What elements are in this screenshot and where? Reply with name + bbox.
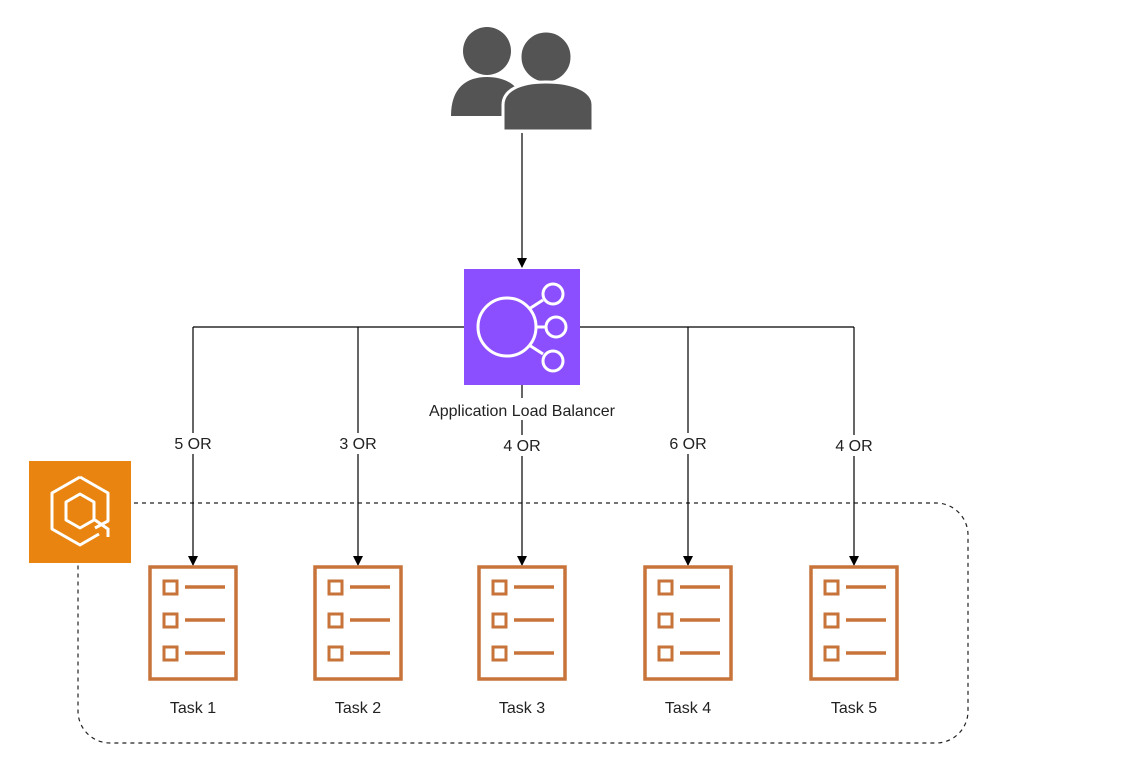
connection-label: 3 OR [332,433,384,454]
users-icon [451,27,595,133]
task-list-icon [148,565,238,681]
alb-label: Application Load Balancer [429,403,616,420]
task-list-icon [477,565,567,681]
ecs-icon [29,461,131,563]
connection-label-text: 4 OR [835,438,872,455]
connection-label-text: 4 OR [503,438,540,455]
connection-label-text: 6 OR [669,436,706,453]
task-label: Task 2 [335,700,381,717]
task-label: Task 1 [170,700,216,717]
connection-label-text: 5 OR [174,436,211,453]
task-list-icon [809,565,899,681]
connection-label: 6 OR [662,433,714,454]
connection-label: 5 OR [167,433,219,454]
task-label: Task 4 [665,700,711,717]
connection-label-text: 3 OR [339,436,376,453]
task-list-icon [313,565,403,681]
task-label: Task 3 [499,700,545,717]
task-list-icon [643,565,733,681]
task-label: Task 5 [831,700,877,717]
cluster-boundary [77,502,969,744]
elastic-load-balancing-icon [464,269,580,385]
connection-label: 4 OR [496,435,548,456]
connection-label: 4 OR [828,435,880,456]
